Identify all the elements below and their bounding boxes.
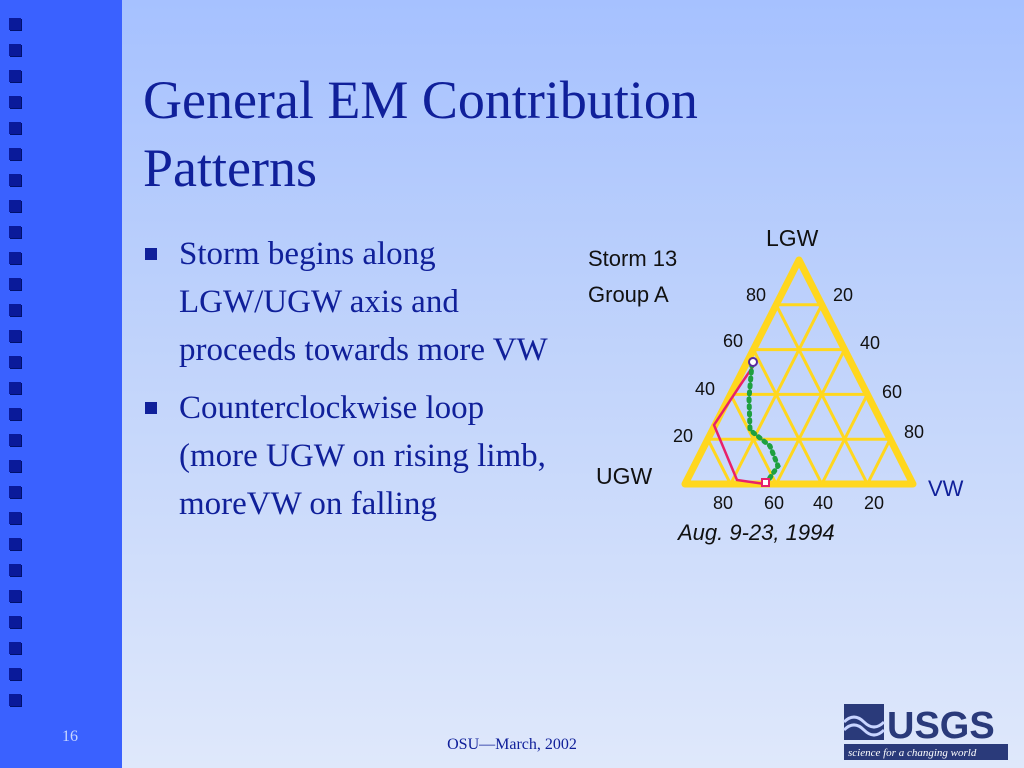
grid-line: [866, 438, 892, 485]
triangle-outline: [681, 256, 917, 488]
decorative-square: [9, 642, 21, 654]
storm-start-marker: [748, 357, 758, 367]
tick-label: 20: [673, 426, 693, 446]
decorative-square: [9, 434, 21, 446]
decorative-square: [9, 330, 21, 342]
decorative-square: [9, 538, 21, 550]
ternary-diagram: Storm 13 Group A LGW UGW 80 60 40 20 20 …: [588, 225, 924, 545]
tick-label: 20: [833, 285, 853, 305]
decorative-square: [9, 590, 21, 602]
slide-number: 16: [62, 728, 78, 745]
rising-limb-path: [712, 364, 766, 486]
decorative-square: [9, 564, 21, 576]
tick-label: 40: [813, 493, 833, 513]
tick-label: 60: [764, 493, 784, 513]
svg-text:science for a changing world: science for a changing world: [848, 747, 977, 759]
bottom-axis-ticks: 80 60 40 20: [713, 493, 884, 513]
grid-line: [729, 304, 824, 485]
grid-line: [752, 348, 824, 485]
grid-line: [774, 304, 869, 485]
storm-label: Storm 13: [588, 246, 677, 271]
bullet-square-icon: [145, 248, 157, 260]
decorative-square: [9, 408, 21, 420]
left-axis-ticks: 80 60 40 20: [673, 285, 766, 446]
decorative-square: [9, 694, 21, 706]
sidebar: 16: [0, 0, 122, 768]
decorative-squares: [9, 18, 23, 720]
usgs-logo: USGS science for a changing world: [842, 704, 1008, 760]
decorative-square: [9, 18, 21, 30]
bullet-text: Storm begins along LGW/UGW axis and proc…: [179, 236, 548, 368]
vertex-label-lgw: LGW: [766, 225, 819, 251]
tick-label: 20: [864, 493, 884, 513]
decorative-square: [9, 356, 21, 368]
decorative-square: [9, 148, 21, 160]
decorative-square: [9, 668, 21, 680]
decorative-square: [9, 200, 21, 212]
tick-label: 80: [713, 493, 733, 513]
group-label: Group A: [588, 282, 669, 307]
vertex-label-ugw: UGW: [596, 463, 653, 489]
triangle-grid: [706, 303, 892, 485]
decorative-square: [9, 252, 21, 264]
bullet-list: Storm begins along LGW/UGW axis and proc…: [143, 230, 563, 538]
decorative-square: [9, 174, 21, 186]
tick-label: 80: [746, 285, 766, 305]
decorative-square: [9, 486, 21, 498]
svg-text:USGS: USGS: [887, 705, 995, 747]
footer-text: OSU—March, 2002: [447, 736, 577, 753]
bullet-square-icon: [145, 402, 157, 414]
bullet-text: Counterclockwise loop (more UGW on risin…: [179, 390, 546, 522]
bullet-item: Storm begins along LGW/UGW axis and proc…: [143, 230, 563, 374]
date-label: Aug. 9-23, 1994: [676, 520, 835, 545]
decorative-square: [9, 226, 21, 238]
decorative-square: [9, 44, 21, 56]
tick-label: 60: [723, 331, 743, 351]
tick-label: 40: [695, 379, 715, 399]
bullet-item: Counterclockwise loop (more UGW on risin…: [143, 384, 563, 528]
grid-line: [774, 348, 846, 485]
falling-limb-path: [746, 361, 781, 485]
tick-label: 40: [860, 333, 880, 353]
vertex-label-vw: VW: [928, 476, 964, 501]
decorative-square: [9, 512, 21, 524]
tick-label: 80: [904, 422, 924, 442]
decorative-square: [9, 122, 21, 134]
right-axis-ticks: 20 40 60 80: [833, 285, 924, 442]
decorative-square: [9, 304, 21, 316]
decorative-square: [9, 96, 21, 108]
grid-line: [706, 438, 732, 485]
slide-title: General EM Contribution Patterns: [143, 70, 698, 198]
decorative-square: [9, 382, 21, 394]
decorative-square: [9, 278, 21, 290]
storm-end-marker: [761, 478, 770, 487]
tick-label: 60: [882, 382, 902, 402]
decorative-square: [9, 616, 21, 628]
decorative-square: [9, 70, 21, 82]
decorative-square: [9, 460, 21, 472]
